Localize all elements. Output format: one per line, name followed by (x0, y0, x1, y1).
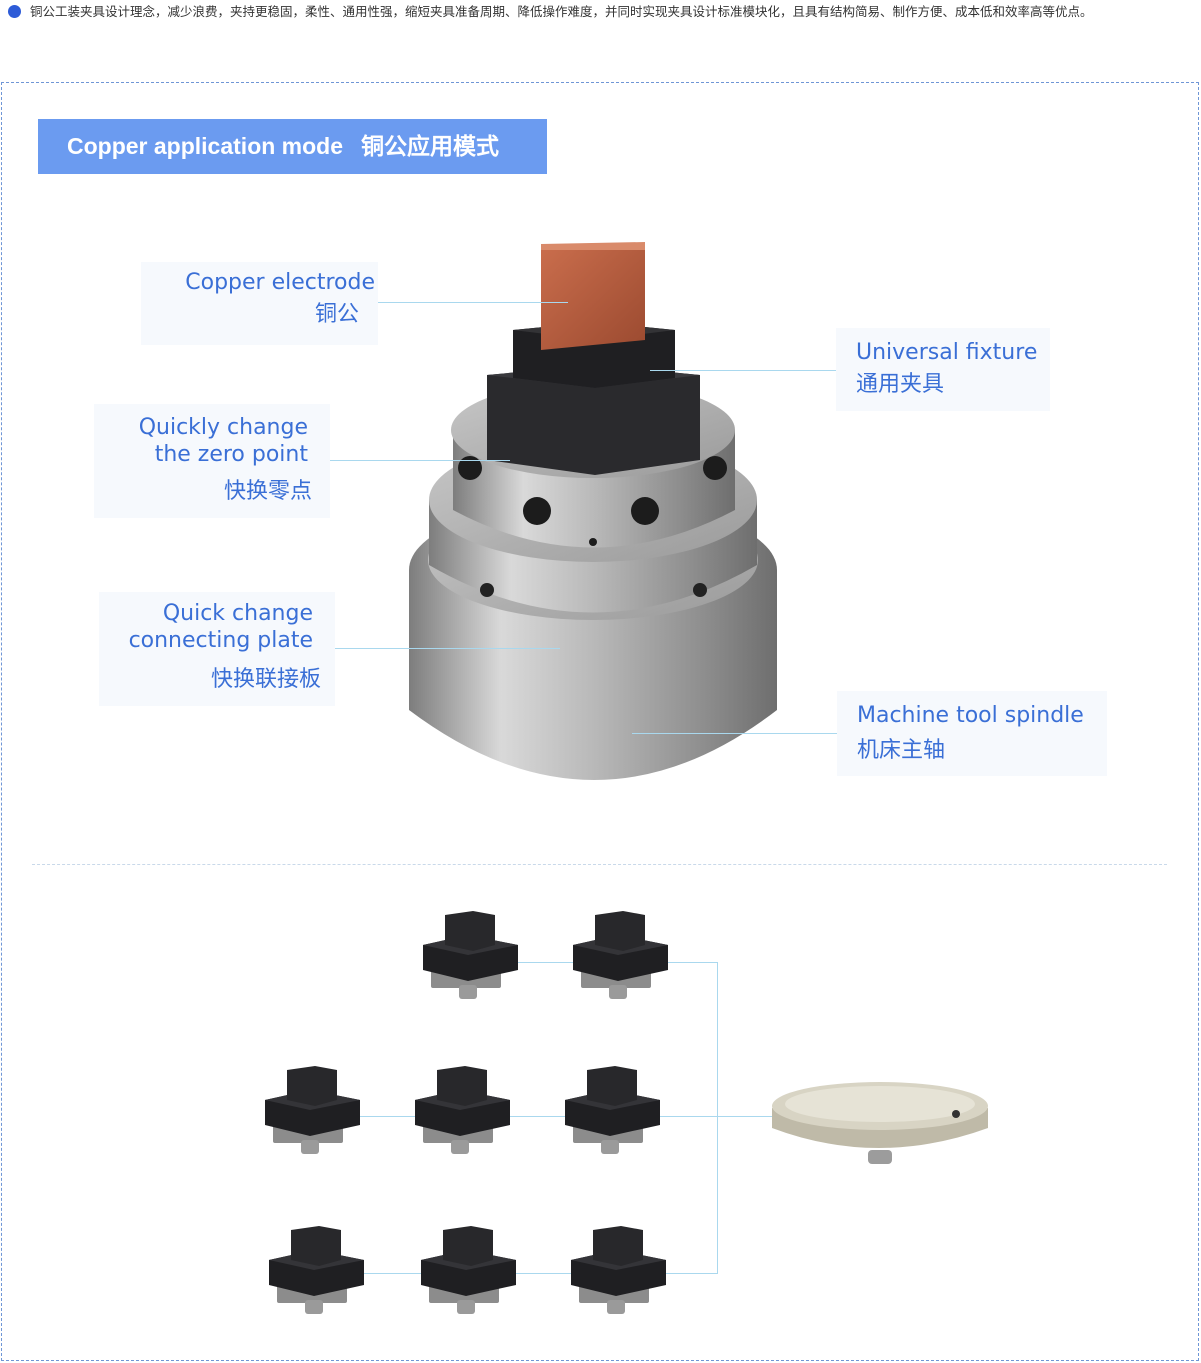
callout-plate-en-1: Quick change (162, 601, 313, 626)
connector-vertical (717, 962, 718, 1274)
connector-row3 (360, 1273, 718, 1274)
leader-zero-point (330, 460, 510, 461)
callout-zero-point: Quickly change the zero point 快换零点 (94, 404, 330, 518)
callout-universal-en: Universal fixture (856, 340, 1038, 365)
callout-copper-cn: 铜公 (314, 302, 359, 327)
connecting-plate-image (772, 1082, 988, 1164)
section-divider (32, 864, 1167, 865)
callout-plate-en-2: connecting plate (128, 628, 313, 653)
fixture-thumb-2 (573, 911, 668, 999)
leader-machine-spindle (632, 733, 837, 734)
callout-plate-cn: 快换联接板 (210, 667, 321, 692)
intro-paragraph: 铜公工装夹具设计理念，减少浪费，夹持更稳固，柔性、通用性强，缩短夹具准备周期、降… (8, 2, 1193, 21)
leader-copper (378, 302, 568, 303)
section-title-cn: 铜公应用模式 (361, 133, 500, 159)
callout-connecting-plate: Quick change connecting plate 快换联接板 (99, 592, 335, 706)
spindle-assembly-illustration (409, 242, 777, 780)
callout-zero-en-2: the zero point (154, 442, 308, 467)
callout-machine-spindle: Machine tool spindle 机床主轴 (837, 691, 1107, 776)
fixture-thumb-8 (571, 1226, 666, 1314)
leader-universal (650, 370, 836, 371)
fixture-thumbnails (265, 911, 668, 1314)
callout-zero-cn: 快换零点 (223, 479, 312, 504)
callout-universal-fixture: Universal fixture 通用夹具 (836, 328, 1050, 411)
callout-spindle-en: Machine tool spindle (857, 703, 1084, 728)
bullet-icon (8, 5, 21, 18)
leader-connecting-plate (335, 648, 560, 649)
fixture-thumb-6 (269, 1226, 364, 1314)
intro-text: 铜公工装夹具设计理念，减少浪费，夹持更稳固，柔性、通用性强，缩短夹具准备周期、降… (30, 4, 1093, 19)
fixture-thumb-5 (565, 1066, 660, 1154)
fixture-thumb-3 (265, 1066, 360, 1154)
fixture-thumb-4 (415, 1066, 510, 1154)
callout-spindle-cn: 机床主轴 (857, 738, 946, 763)
content-frame (1, 82, 1199, 1361)
section-title: Copper application mode 铜公应用模式 (38, 119, 547, 174)
callout-zero-en-1: Quickly change (138, 415, 308, 440)
section-title-en: Copper application mode (67, 133, 344, 159)
callout-copper-en: Copper electrode (185, 270, 375, 295)
fixture-thumb-1 (423, 911, 518, 999)
fixture-thumb-7 (421, 1226, 516, 1314)
callout-universal-cn: 通用夹具 (856, 372, 945, 397)
callout-copper-electrode: Copper electrode 铜公 (141, 262, 378, 345)
